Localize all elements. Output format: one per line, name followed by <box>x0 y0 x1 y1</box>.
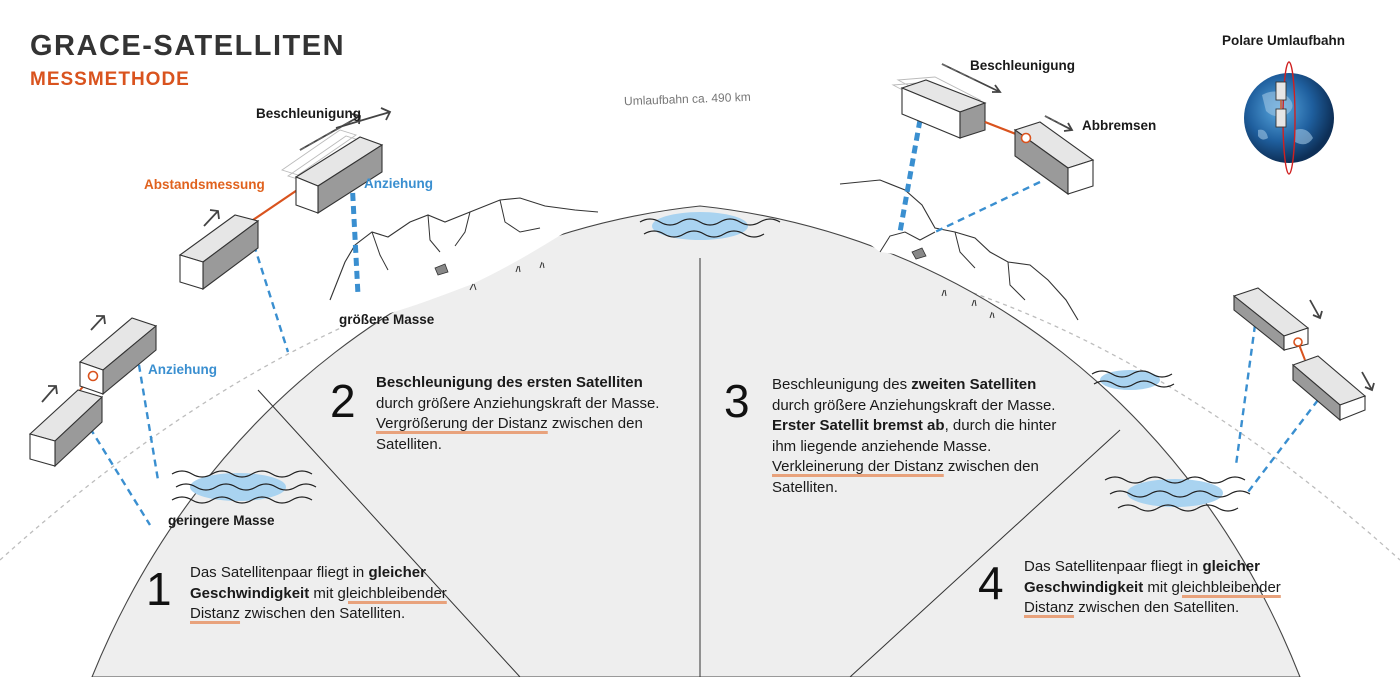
step-4-number: 4 <box>978 557 1004 609</box>
mountain-left-icon <box>318 197 599 330</box>
satellite-pair-1 <box>28 315 158 468</box>
step-text-part: Beschleunigung des <box>772 376 912 393</box>
step-1-text: Das Satellitenpaar fliegt in gleicher Ge… <box>190 563 480 625</box>
step-text-part: zwischen den Satelliten. <box>1074 599 1240 616</box>
step-text-part: Vergrößerung der Distanz <box>376 415 548 432</box>
step-text-part: Das Satellitenpaar fliegt in <box>1024 558 1203 575</box>
polar-orbit-label: Polare Umlaufbahn <box>1222 33 1346 48</box>
step-1-number: 1 <box>146 563 172 615</box>
step-text-part: durch größere Anziehungskraft der Masse. <box>376 394 660 412</box>
step-2-text: Beschleunigung des ersten Satelliten dur… <box>376 373 676 455</box>
page-subtitle: MESSMETHODE <box>30 69 190 90</box>
satellite-pair-2 <box>178 107 392 291</box>
step-text-part: gleichbleibender Distanz <box>190 584 447 623</box>
step-text-part: mit <box>1143 578 1172 596</box>
step-text-part: zwischen den Satelliten. <box>240 605 406 622</box>
water-left-icon <box>171 470 317 504</box>
step-text-part: Das Satellitenpaar fliegt in <box>190 564 369 581</box>
step-text-part: zwischen den Satelliten. <box>376 415 643 453</box>
step-4-text: Das Satellitenpaar fliegt in gleicher Ge… <box>1024 557 1314 619</box>
satellite-pair-4 <box>1232 287 1375 422</box>
distance-measurement-label: Abstandsmessung <box>144 177 265 192</box>
step-text-part: gleicher Geschwindigkeit <box>190 564 426 602</box>
step-2-number: 2 <box>330 375 356 427</box>
step-3-number: 3 <box>724 375 750 427</box>
water-right-icon <box>1104 476 1251 512</box>
water-right-small-icon <box>1091 370 1175 390</box>
step-text-part: Beschleunigung des ersten Satelliten <box>376 374 643 391</box>
attraction-lines <box>88 119 1319 526</box>
step-text-part: zweiten Satelliten <box>911 376 1037 393</box>
satellite-pair-3 <box>891 63 1095 196</box>
step-text-part: zwischen den Satelliten. <box>772 458 1039 496</box>
braking-label: Abbremsen <box>1082 118 1157 133</box>
step-text-part: mit <box>309 584 338 602</box>
step-text-part: Erster Satellit bremst ab <box>772 417 945 434</box>
step-text-part: gleicher Geschwindigkeit <box>1024 558 1260 596</box>
greater-mass-label: größere Masse <box>339 312 435 327</box>
earth-section <box>91 205 1301 677</box>
step-3-text: Beschleunigung des zweiten Satelliten du… <box>772 375 1072 498</box>
globe-icon <box>1244 61 1334 175</box>
page-title: GRACE-SATELLITEN <box>30 30 346 62</box>
attraction-label-top: Anziehung <box>364 176 433 191</box>
step-text-part: Verkleinerung der Distanz <box>772 458 944 475</box>
attraction-label-left: Anziehung <box>148 362 217 377</box>
step-text-part: durch größere Anziehungskraft der Masse. <box>772 396 1056 414</box>
smaller-mass-label: geringere Masse <box>168 513 275 528</box>
step-text-part: , durch die hinter ihm liegende anziehen… <box>772 417 1057 455</box>
acceleration-label-right: Beschleunigung <box>970 58 1076 73</box>
step-text-part: gleichbleibender Distanz <box>1024 578 1281 617</box>
water-top-icon <box>639 212 781 240</box>
acceleration-label-left: Beschleunigung <box>256 106 362 121</box>
